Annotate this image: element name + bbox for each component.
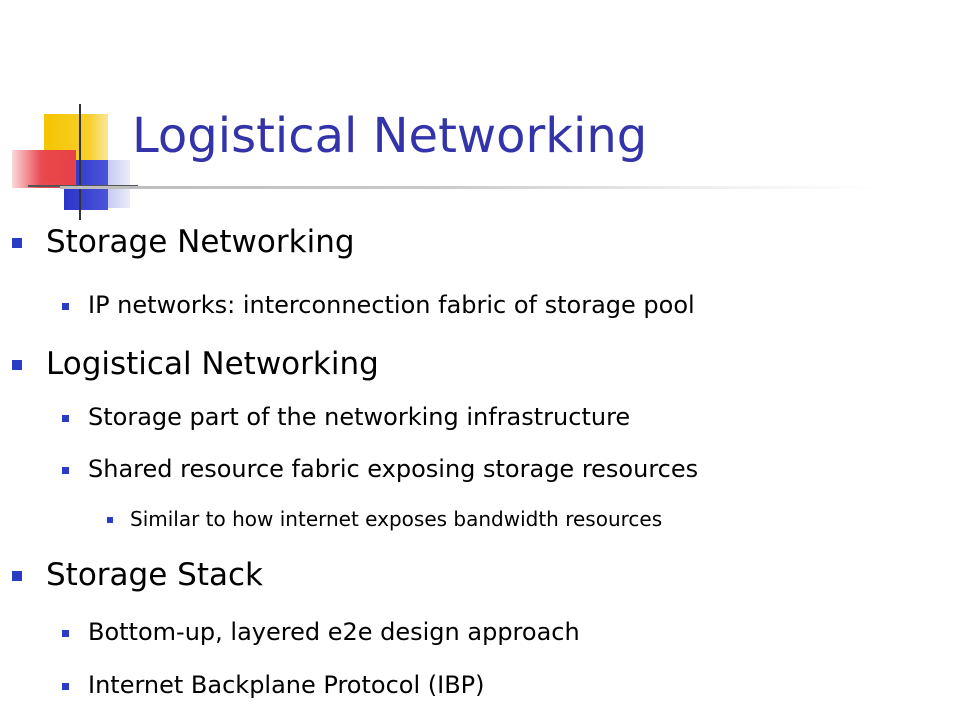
- square-bullet-icon: [62, 303, 69, 310]
- title-underline: [60, 186, 880, 189]
- square-bullet-icon: [12, 360, 22, 370]
- square-bullet-icon: [62, 467, 69, 474]
- square-bullet-icon: [62, 630, 69, 637]
- square-bullet-icon: [62, 683, 69, 690]
- square-bullet-icon: [12, 571, 22, 581]
- bullet-text: IP networks: interconnection fabric of s…: [88, 291, 695, 319]
- bullet-text: Bottom-up, layered e2e design approach: [88, 618, 580, 646]
- bullet-text: Internet Backplane Protocol (IBP): [88, 671, 485, 699]
- bullet-text: Shared resource fabric exposing storage …: [88, 455, 699, 483]
- bullet-text: Storage Networking: [46, 224, 355, 260]
- bullet-item: Shared resource fabric exposing storage …: [62, 455, 699, 483]
- bullet-item: IP networks: interconnection fabric of s…: [62, 291, 695, 319]
- bullet-item: Storage Stack: [12, 557, 263, 593]
- bullet-item: Similar to how internet exposes bandwidt…: [107, 507, 663, 531]
- bullet-text: Storage Stack: [46, 557, 263, 593]
- bullet-item: Storage Networking: [12, 224, 355, 260]
- bullet-text: Similar to how internet exposes bandwidt…: [130, 507, 663, 531]
- bullet-text: Logistical Networking: [46, 346, 379, 382]
- bullet-item: Storage part of the networking infrastru…: [62, 403, 631, 431]
- square-bullet-icon: [12, 238, 22, 248]
- bullet-text: Storage part of the networking infrastru…: [88, 403, 631, 431]
- bullet-item: Logistical Networking: [12, 346, 379, 382]
- bullet-item: Bottom-up, layered e2e design approach: [62, 618, 580, 646]
- square-bullet-icon: [107, 517, 113, 523]
- bullet-item: Internet Backplane Protocol (IBP): [62, 671, 485, 699]
- square-bullet-icon: [62, 415, 69, 422]
- slide-title: Logistical Networking: [132, 108, 648, 164]
